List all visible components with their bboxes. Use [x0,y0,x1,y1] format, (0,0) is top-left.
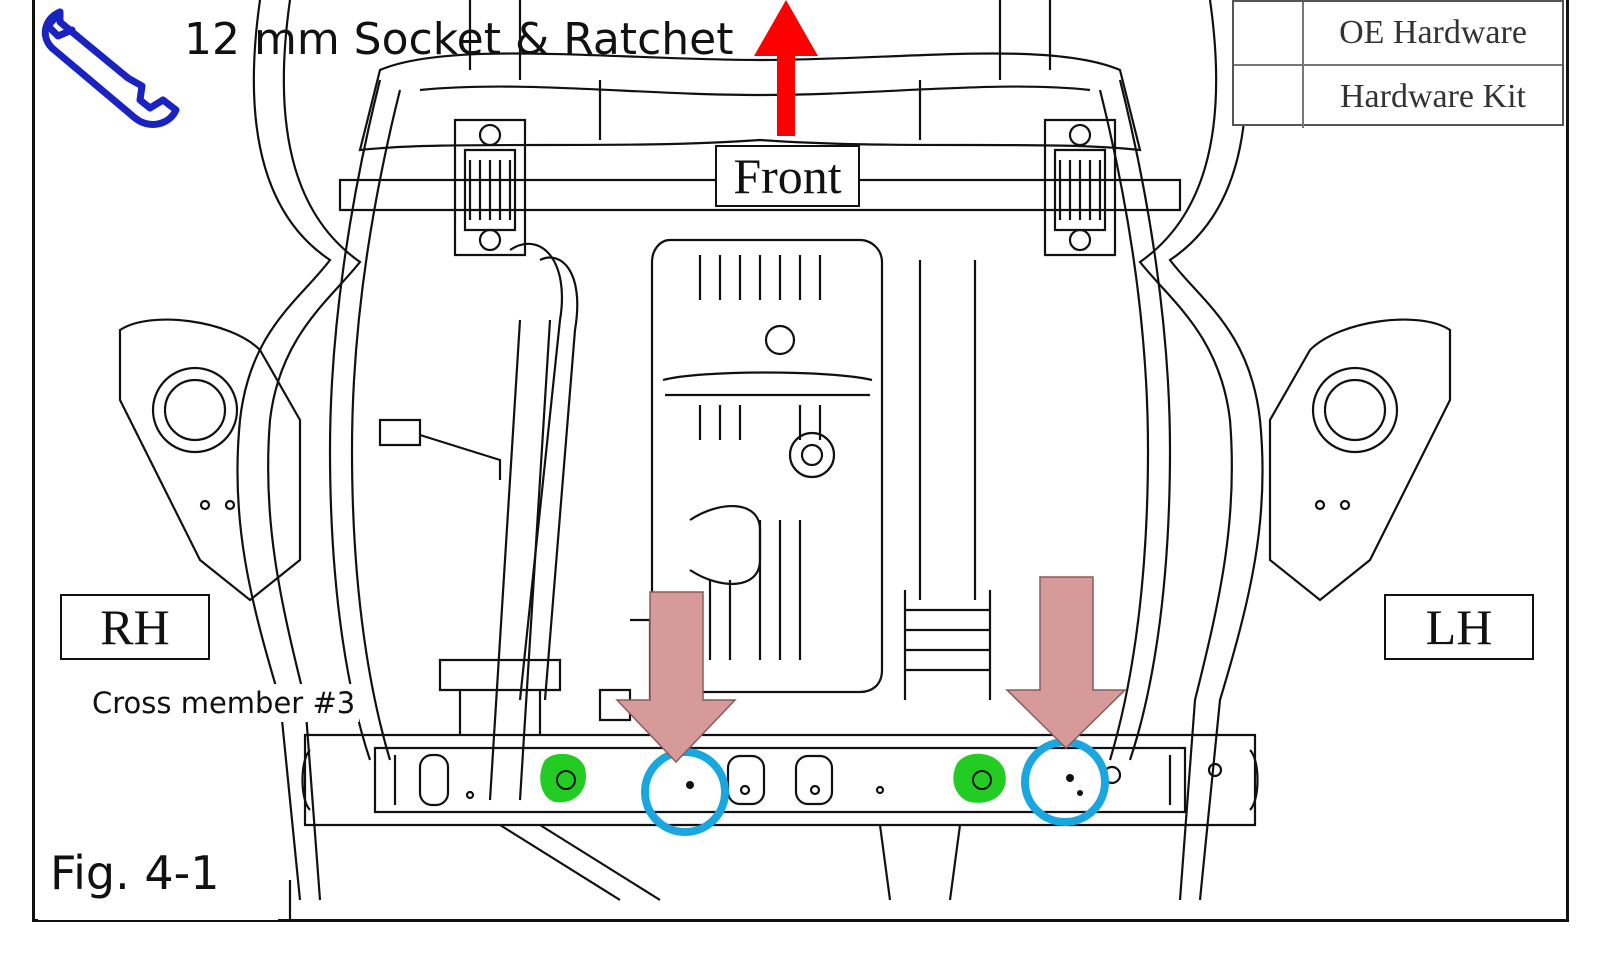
legend-label-kit: Hardware Kit [1340,78,1526,115]
crossmember-label: Cross member #3 [88,684,360,722]
legend-row-oe: OE Hardware [1234,2,1562,64]
pointer-arrow-right [1005,576,1127,750]
highlight-bolt-left [540,753,586,803]
wrench-icon [41,8,180,128]
front-arrow-shaft [777,38,795,136]
legend-label-oe: OE Hardware [1339,14,1527,51]
oe-hardware-circle-left [641,748,729,836]
front-label: Front [715,145,860,207]
tool-label: 12 mm Socket & Ratchet [184,14,734,65]
front-arrow-head [754,0,818,56]
legend: OE Hardware Hardware Kit [1232,0,1564,128]
lh-label: LH [1384,594,1534,660]
legend-swatch-oe [1234,2,1304,64]
legend-swatch-kit [1234,66,1304,128]
highlight-bolt-right [953,753,1006,803]
figure-label-background [38,836,278,920]
figure-label: Fig. 4-1 [50,846,220,900]
oe-hardware-circle-right [1021,738,1109,826]
rh-label: RH [60,594,210,660]
pointer-arrow-left [615,591,737,764]
legend-row-kit: Hardware Kit [1234,64,1562,128]
